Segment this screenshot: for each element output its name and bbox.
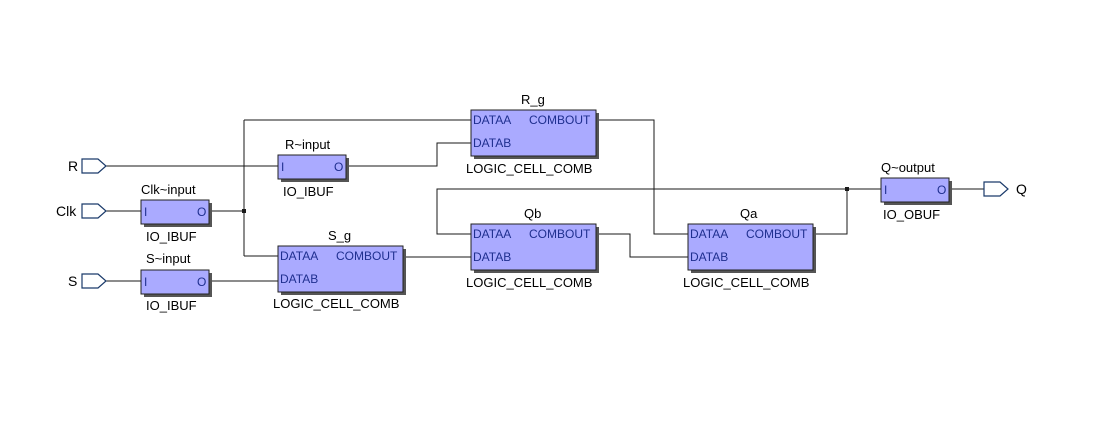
port-datab: DATAB	[473, 136, 511, 150]
block-body	[140, 269, 210, 295]
input-pin-icon	[81, 273, 107, 289]
block-name: S~input	[146, 251, 191, 266]
block-r-input[interactable]: R~input I O IO_IBUF	[277, 137, 349, 199]
block-r-g[interactable]: R_g DATAA COMBOUT DATAB LOGIC_CELL_COMB	[466, 92, 599, 176]
block-body	[880, 177, 950, 203]
wire-rinput-to-rg-datab	[346, 142, 471, 167]
block-name: Q~output	[881, 160, 935, 175]
block-clk-input[interactable]: Clk~input I O IO_IBUF	[140, 182, 212, 244]
port-combout: COMBOUT	[529, 227, 591, 241]
port-i: I	[884, 183, 887, 197]
port-o: O	[197, 205, 206, 219]
port-combout: COMBOUT	[529, 113, 591, 127]
port-o: O	[197, 275, 206, 289]
block-name: Clk~input	[141, 182, 196, 197]
block-type: LOGIC_CELL_COMB	[466, 161, 592, 176]
junction-dot-clk	[242, 209, 246, 213]
port-dataa: DATAA	[280, 249, 318, 263]
wires	[106, 119, 984, 282]
block-body	[470, 223, 597, 271]
port-dataa: DATAA	[473, 113, 511, 127]
wire-qa-to-junction	[813, 189, 848, 235]
block-type: LOGIC_CELL_COMB	[683, 275, 809, 290]
port-i: I	[144, 275, 147, 289]
junction-dot-q	[845, 187, 849, 191]
block-type: IO_IBUF	[146, 229, 197, 244]
pin-q-label: Q	[1016, 181, 1027, 197]
input-pin-icon	[81, 158, 107, 174]
pin-clk-label: Clk	[56, 203, 77, 219]
port-dataa: DATAA	[473, 227, 511, 241]
block-body	[470, 109, 597, 157]
port-i: I	[144, 205, 147, 219]
pin-r-label: R	[68, 158, 78, 174]
block-s-g[interactable]: S_g DATAA COMBOUT DATAB LOGIC_CELL_COMB	[273, 228, 406, 311]
pin-clk[interactable]: Clk	[56, 203, 107, 219]
wire-feedback-to-qb-dataa	[436, 188, 847, 235]
block-type: LOGIC_CELL_COMB	[273, 296, 399, 311]
block-qa[interactable]: Qa DATAA COMBOUT DATAB LOGIC_CELL_COMB	[683, 206, 816, 290]
port-datab: DATAB	[280, 272, 318, 286]
block-type: IO_IBUF	[283, 184, 334, 199]
input-pin-icon	[81, 203, 107, 219]
port-o: O	[937, 183, 946, 197]
block-type: LOGIC_CELL_COMB	[466, 275, 592, 290]
port-o: O	[334, 160, 343, 174]
block-body	[277, 154, 347, 180]
block-name: S_g	[328, 228, 351, 243]
port-combout: COMBOUT	[746, 227, 808, 241]
pin-s-label: S	[68, 273, 77, 289]
port-combout: COMBOUT	[336, 249, 398, 263]
pin-q[interactable]: Q	[983, 181, 1027, 197]
block-name: R_g	[521, 92, 545, 107]
port-datab: DATAB	[473, 250, 511, 264]
port-dataa: DATAA	[690, 227, 728, 241]
block-name: Qa	[740, 206, 758, 221]
block-name: Qb	[524, 206, 541, 221]
pin-r[interactable]: R	[68, 158, 107, 174]
block-q-output[interactable]: Q~output I O IO_OBUF	[880, 160, 952, 222]
block-type: IO_OBUF	[883, 207, 940, 222]
wire-rg-to-qa-dataa	[596, 119, 688, 235]
port-datab: DATAB	[690, 250, 728, 264]
wire-qb-to-qa-datab	[596, 233, 688, 258]
block-type: IO_IBUF	[146, 298, 197, 313]
block-s-input[interactable]: S~input I O IO_IBUF	[140, 251, 212, 313]
block-body	[687, 223, 814, 271]
block-qb[interactable]: Qb DATAA COMBOUT DATAB LOGIC_CELL_COMB	[466, 206, 599, 290]
pin-s[interactable]: S	[68, 273, 107, 289]
block-body	[277, 245, 404, 293]
block-body	[140, 199, 210, 225]
port-i: I	[281, 160, 284, 174]
output-pin-icon	[983, 181, 1009, 197]
block-name: R~input	[285, 137, 331, 152]
